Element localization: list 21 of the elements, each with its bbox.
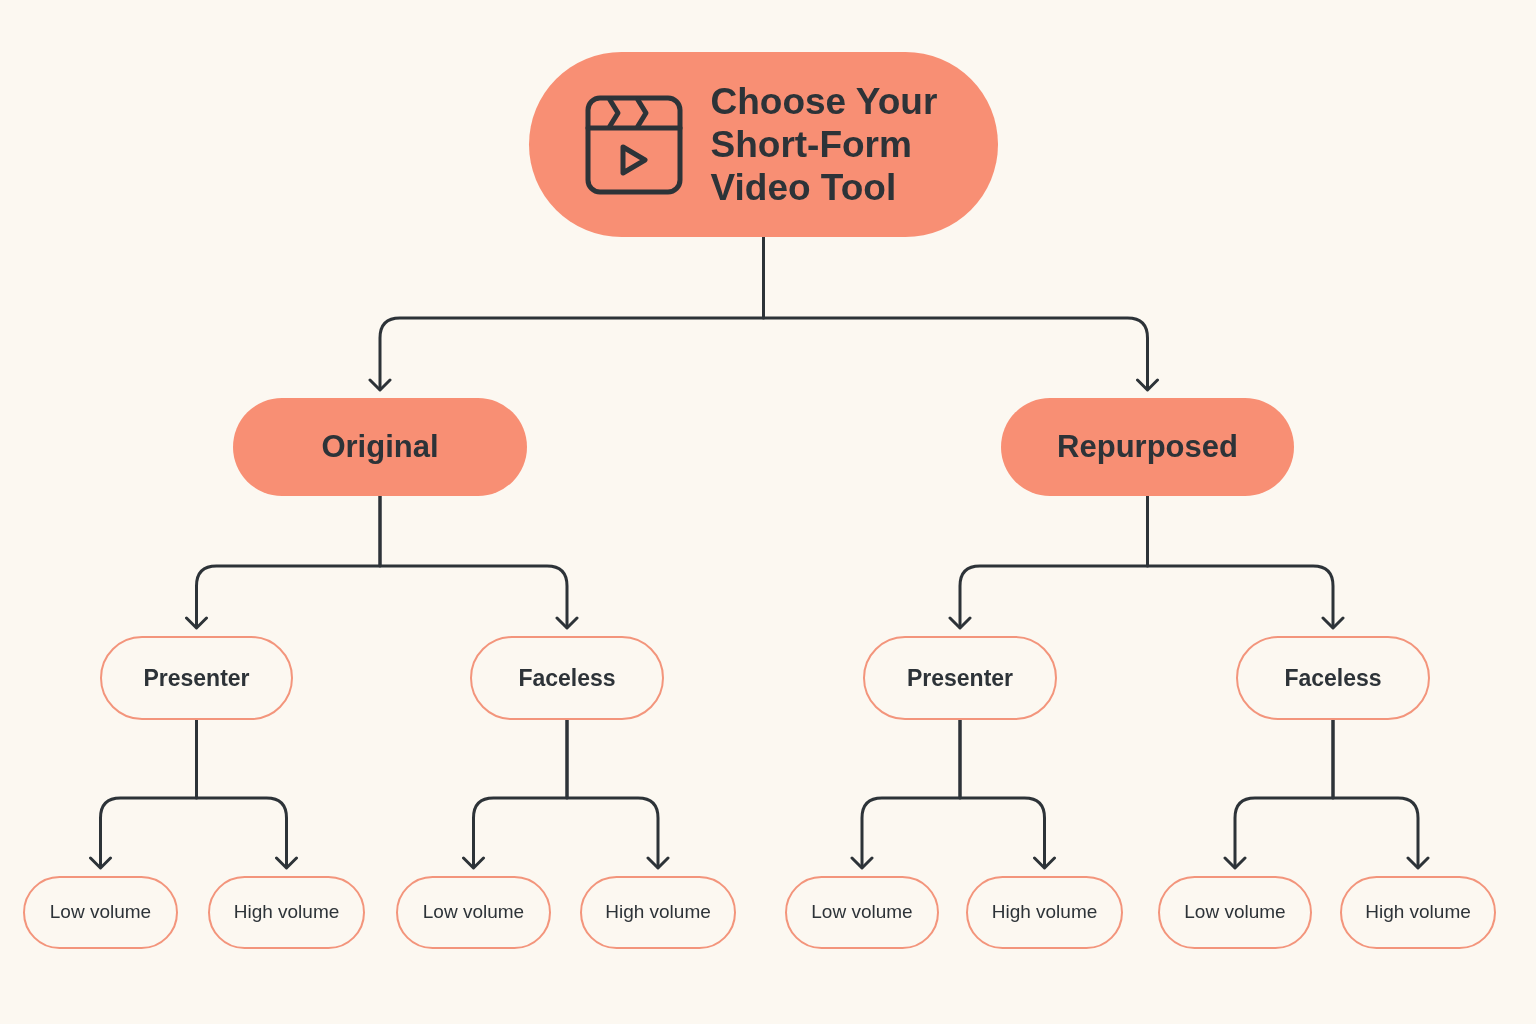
node-label: Original: [321, 427, 439, 466]
node-label: High volume: [605, 900, 711, 925]
node-label: Low volume: [422, 900, 525, 925]
arrow: [565, 720, 670, 870]
arrow: [1331, 720, 1430, 870]
node-label: High volume: [991, 900, 1098, 925]
arrow: [958, 720, 1056, 870]
node-label: Repurposed: [1057, 427, 1238, 466]
node-label: High volume: [1365, 900, 1471, 925]
title-text: Choose Your Short-Form Video Tool: [710, 80, 939, 209]
node-label: Presenter: [143, 663, 250, 693]
node-label: Faceless: [518, 663, 616, 693]
node-label: Low volume: [49, 900, 152, 925]
node-label: Low volume: [1184, 900, 1286, 925]
node-label: Low volume: [811, 900, 913, 925]
arrow: [378, 496, 579, 630]
node-label: Faceless: [1284, 663, 1382, 693]
node-label: Presenter: [906, 663, 1014, 693]
arrow: [195, 720, 298, 870]
arrow: [1146, 496, 1345, 630]
node-label: High volume: [233, 900, 340, 925]
